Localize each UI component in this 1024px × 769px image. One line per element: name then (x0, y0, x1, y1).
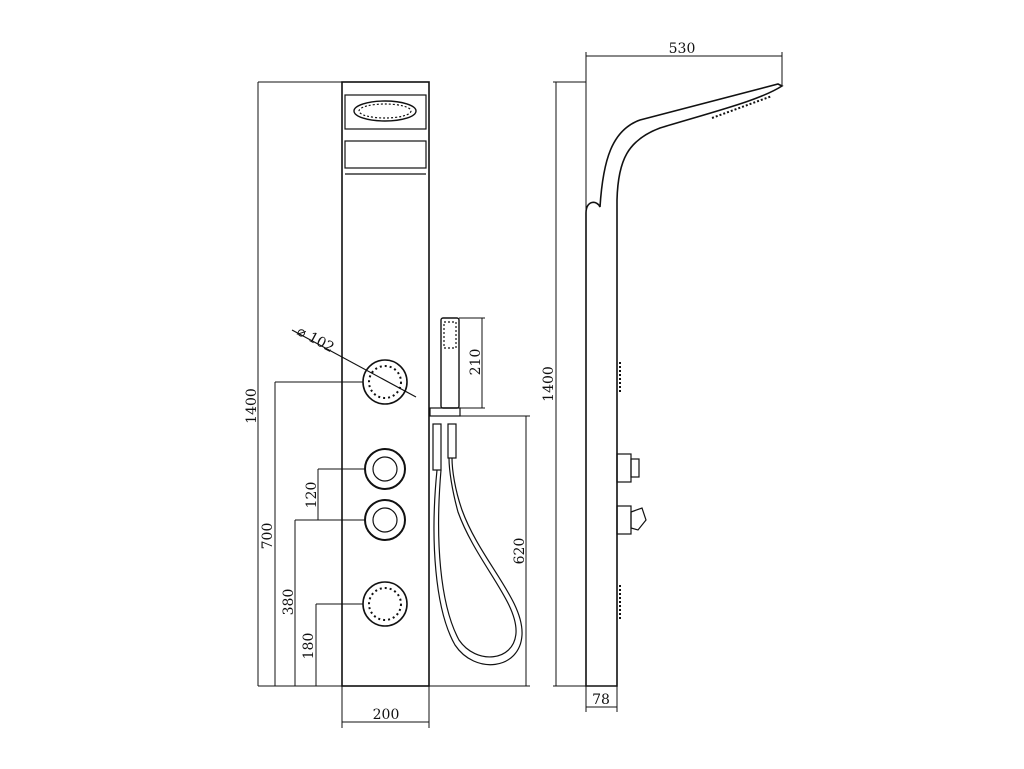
upper-recess (344, 140, 427, 169)
dim-head-projection: 530 (669, 41, 696, 57)
rain-head-inner (358, 103, 412, 119)
dim-bottom-jet-height: 180 (301, 633, 317, 660)
front-dimension-lines (257, 81, 530, 728)
side-dimension-lines (553, 52, 783, 712)
dim-lower-valve-height: 380 (281, 589, 297, 616)
rain-head-recess (344, 94, 427, 130)
panel-side-profile (585, 83, 784, 687)
front-view: ⌀ 102 (244, 81, 530, 728)
side-valve-lower-handle (630, 507, 647, 531)
dim-panel-height-side: 1400 (541, 366, 557, 402)
dim-top-jet-height: 700 (260, 523, 276, 550)
shower-hose-inner (438, 457, 517, 658)
shower-hose (433, 457, 523, 666)
dim-handshower-length: 210 (468, 349, 484, 376)
hose-bracket (429, 407, 461, 417)
diameter-leader (291, 329, 417, 398)
diverter-valve-upper-inner (372, 456, 398, 482)
body-jet-upper-nozzles (368, 365, 402, 399)
side-head-face (711, 95, 773, 119)
side-valve-upper (616, 453, 632, 483)
panel-front-outline (341, 81, 430, 687)
diverter-valve-upper-icon (364, 448, 406, 490)
side-view: 1400 530 78 (541, 41, 784, 712)
body-jet-lower-nozzles (368, 587, 402, 621)
side-valve-lower (616, 505, 632, 535)
rain-head-icon (353, 100, 417, 122)
diameter-label: ⌀ 102 (294, 323, 336, 356)
dim-panel-width: 200 (373, 707, 400, 723)
dim-panel-height-front: 1400 (244, 388, 260, 424)
hose-connector-right (447, 423, 457, 459)
side-valve-upper-knob (630, 458, 640, 478)
dim-panel-depth: 78 (592, 692, 610, 708)
thermostatic-valve-inner (372, 507, 398, 533)
hose-connector-left (432, 423, 442, 471)
dim-hose-bracket-height: 620 (512, 538, 528, 565)
thermostatic-valve-icon (364, 499, 406, 541)
hand-shower-head-face (443, 321, 457, 349)
dim-valve-spacing: 120 (304, 482, 320, 509)
